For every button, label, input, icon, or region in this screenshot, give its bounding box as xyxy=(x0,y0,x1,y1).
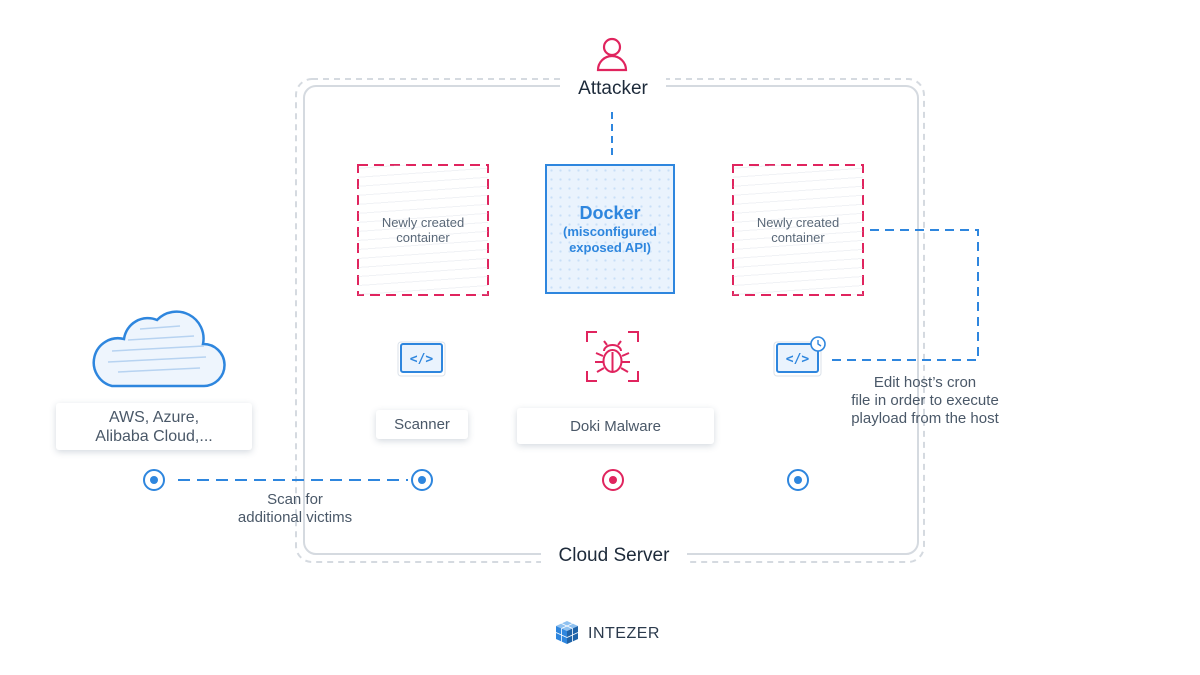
svg-text:</>: </> xyxy=(786,352,810,367)
left-container-border xyxy=(357,164,489,296)
malware-card-pointer xyxy=(605,444,621,452)
attacker-label: Attacker xyxy=(560,78,666,100)
docker-title: Docker xyxy=(579,203,641,223)
malware-label: Doki Malware xyxy=(570,417,661,435)
svg-text:</>: </> xyxy=(410,352,434,367)
right-container: Newly created container xyxy=(733,165,863,295)
bug-icon xyxy=(586,331,639,382)
cloud-providers-card: AWS, Azure, Alibaba Cloud,... xyxy=(56,403,252,450)
cron-node xyxy=(787,469,809,491)
code-icon: </> xyxy=(397,341,446,377)
intezer-cube-icon xyxy=(555,621,579,644)
cron-note-line3: playload from the host xyxy=(851,410,999,427)
scan-note-line1: Scan for xyxy=(267,491,323,508)
intezer-brand: INTEZER xyxy=(588,625,660,642)
cron-note-line1: Edit host’s cron xyxy=(873,374,977,391)
docker-subtitle-line2: exposed API) xyxy=(569,240,651,255)
malware-node xyxy=(602,469,624,491)
docker-subtitle-line1: (misconfigured xyxy=(563,224,657,239)
left-container-label-line2: container xyxy=(396,230,450,245)
scanner-label: Scanner xyxy=(394,416,450,433)
right-container-label-line2: container xyxy=(771,230,825,245)
right-container-label-line1: Newly created xyxy=(756,215,840,230)
scanner-node xyxy=(411,469,433,491)
cloud-node xyxy=(143,469,165,491)
code-clock-icon: </> xyxy=(773,336,826,377)
cron-note: Edit host’s cron file in order to execut… xyxy=(830,374,1020,428)
scanner-card: Scanner xyxy=(376,410,468,439)
scan-note-line2: additional victims xyxy=(237,509,353,526)
cloud-icon xyxy=(92,310,226,388)
user-icon xyxy=(596,37,628,72)
cloud-providers-line2: Alibaba Cloud,... xyxy=(95,427,213,445)
scanner-card-pointer xyxy=(414,439,430,447)
left-container-label-line1: Newly created xyxy=(381,215,465,230)
cloud-server-label: Cloud Server xyxy=(541,545,687,567)
cron-connector-line xyxy=(828,229,979,361)
right-container-border xyxy=(732,164,864,296)
cron-note-line2: file in order to execute xyxy=(851,392,999,409)
cloud-providers-line1: AWS, Azure, xyxy=(108,408,200,426)
docker-box: Docker (misconfigured exposed API) xyxy=(545,164,675,294)
malware-card: Doki Malware xyxy=(517,408,714,444)
left-container: Newly created container xyxy=(358,165,488,295)
scan-note: Scan for additional victims xyxy=(220,491,370,527)
